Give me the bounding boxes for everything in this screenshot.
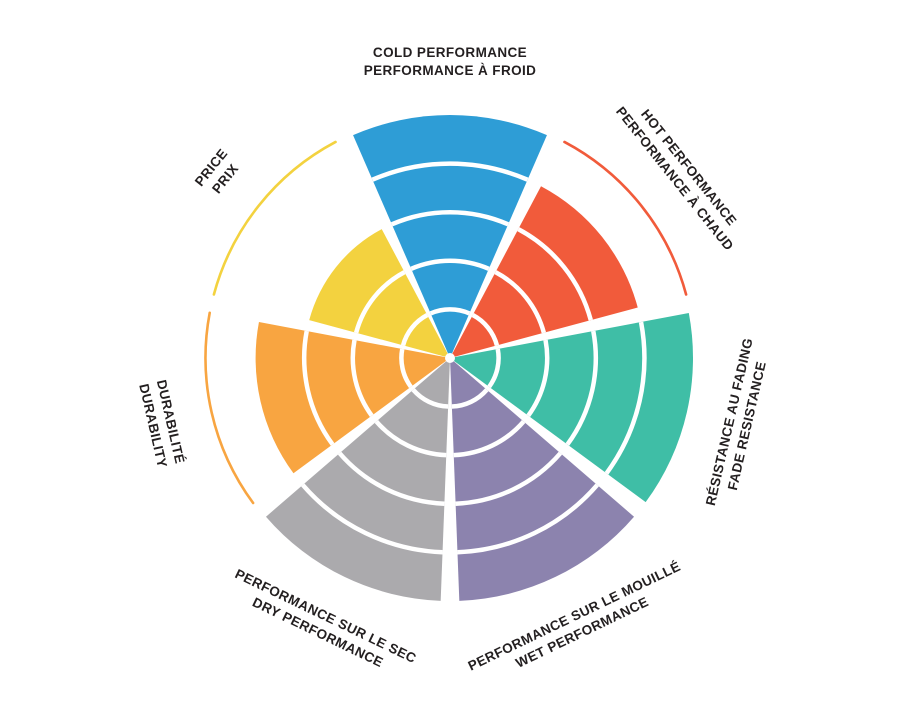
ring-divider-wet-performance-1 [451, 388, 489, 409]
ring-divider-price-2 [353, 270, 406, 334]
ring-divider-durability-1 [399, 348, 413, 389]
ring-divider-dry-performance-2 [374, 420, 447, 458]
ring-divider-dry-performance-1 [411, 388, 449, 409]
ring-divider-wet-performance-2 [453, 420, 526, 458]
max-level-arc-durability [204, 311, 255, 505]
ring-divider-dry-performance-4 [301, 483, 443, 555]
category-label-hot-performance-line-1: HOT PERFORMANCE [638, 107, 740, 229]
wedge-dry-performance [265, 358, 450, 601]
wedge-wet-performance [450, 358, 635, 601]
ring-divider-cold-performance-1 [429, 307, 471, 316]
center-cap [445, 353, 455, 363]
ring-divider-hot-performance-3 [517, 227, 593, 321]
ring-divider-dry-performance-3 [337, 451, 445, 506]
wedge-cold-performance [353, 115, 547, 358]
ring-divider-durability-3 [301, 330, 335, 446]
ring-divider-fade-resistance-3 [565, 330, 599, 446]
category-label-cold-performance-line-2: PERFORMANCE À FROID [364, 63, 537, 78]
ring-divider-cold-performance-3 [390, 209, 510, 227]
ring-divider-fade-resistance-1 [487, 348, 501, 389]
ring-divider-cold-performance-2 [410, 258, 490, 271]
category-label-cold-performance: COLD PERFORMANCE PERFORMANCE À FROID [364, 45, 537, 78]
wedge-fade-resistance [450, 313, 694, 503]
ring-divider-cold-performance-4 [371, 161, 529, 182]
max-level-arc-price [212, 140, 337, 296]
ring-divider-price-1 [400, 313, 429, 347]
category-label-hot-performance-line-2: PERFORMANCE À CHAUD [613, 104, 737, 254]
ring-divider-fade-resistance-2 [526, 339, 550, 417]
ring-divider-wet-performance-4 [457, 483, 599, 555]
max-level-arc-hot-performance [563, 140, 688, 296]
ring-divider-hot-performance-2 [494, 270, 547, 334]
ring-divider-hot-performance-1 [471, 313, 500, 347]
ring-divider-durability-2 [350, 339, 374, 417]
category-label-cold-performance-line-1: COLD PERFORMANCE [373, 45, 527, 60]
ring-divider-fade-resistance-4 [604, 321, 647, 475]
ring-divider-wet-performance-3 [455, 451, 563, 506]
